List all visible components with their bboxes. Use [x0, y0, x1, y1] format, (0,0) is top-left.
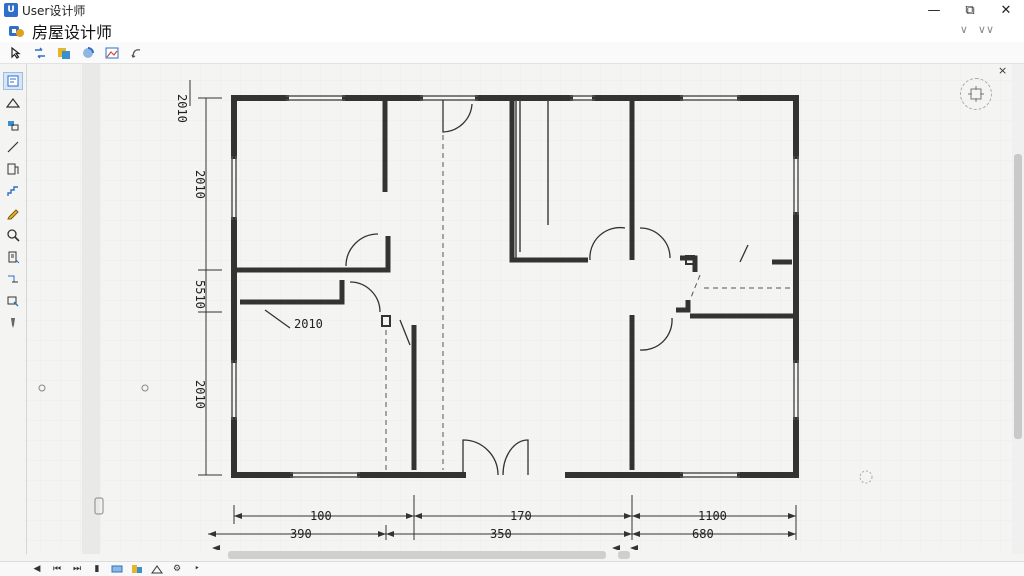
horizontal-scrollbar[interactable]	[208, 549, 1012, 561]
exterior-walls	[231, 95, 799, 478]
interior-walls	[234, 100, 796, 470]
pointer-icon[interactable]	[6, 44, 26, 62]
doors	[264, 100, 749, 476]
close-panel-button[interactable]: ×	[998, 64, 1008, 77]
vertical-scrollbar[interactable]	[1012, 64, 1024, 554]
dim-left-3: 5510	[193, 280, 207, 309]
select-icon[interactable]	[3, 72, 23, 91]
dim-bottom-1: 100	[310, 509, 332, 523]
pin-icon[interactable]	[3, 314, 23, 332]
measure-icon[interactable]	[3, 270, 23, 288]
left-separator	[26, 64, 27, 554]
close-button[interactable]: ✕	[1000, 2, 1012, 18]
app-name: 房屋设计师	[32, 23, 113, 42]
app-header: 房屋设计师 ∨ ∨∨	[0, 20, 1024, 42]
dim-bottom-5: 350	[490, 527, 512, 541]
stairs-icon[interactable]	[3, 182, 23, 200]
view-elevation-icon[interactable]	[150, 563, 164, 575]
rotate-icon[interactable]	[78, 44, 98, 62]
nav-first-icon[interactable]: ◀	[33, 564, 41, 574]
ribbon-collapse: ∨ ∨∨	[960, 23, 994, 36]
room-dim-label: 2010	[294, 317, 323, 331]
layer-icon[interactable]	[54, 44, 74, 62]
dim-left-2: 2010	[193, 170, 207, 199]
nav-next-icon[interactable]: ⏭	[72, 564, 82, 574]
view-3d-icon[interactable]	[110, 563, 124, 575]
left-toolbar	[0, 72, 26, 332]
roof-icon[interactable]	[3, 94, 23, 112]
horizontal-scroll-thumb[interactable]	[228, 551, 606, 559]
print-icon[interactable]	[3, 248, 23, 266]
drawing-canvas[interactable]: 2010 2010 5510 2010 2010 100 170 1100 39…	[27, 64, 1012, 550]
dim-bottom-3: 1100	[698, 509, 727, 523]
title-bar: U User设计师 — ⧉ ✕	[0, 0, 1024, 20]
nav-prev-icon[interactable]: ⏮	[52, 564, 62, 574]
expand-ribbon-button[interactable]: ∨∨	[977, 23, 994, 36]
view-plan-icon[interactable]	[130, 563, 144, 575]
collapse-ribbon-button[interactable]: ∨	[959, 23, 968, 36]
restore-button[interactable]: ⧉	[965, 2, 975, 18]
dimension-lines-bottom	[208, 495, 797, 540]
window-title: User设计师	[22, 3, 86, 18]
horizontal-scroll-thumb-small[interactable]	[618, 551, 630, 559]
image-edit-icon[interactable]	[102, 44, 122, 62]
snap-icon[interactable]	[30, 44, 50, 62]
door-icon[interactable]	[3, 160, 23, 178]
compass-icon[interactable]	[960, 78, 992, 110]
app-icon: U	[4, 3, 18, 17]
dim-left-1: 2010	[175, 94, 189, 123]
status-bar: ◀ ⏮ ⏭ ▮ ⚙ ‣	[0, 561, 1024, 576]
app-logo-icon	[8, 23, 26, 39]
dim-bottom-4: 390	[290, 527, 312, 541]
settings-icon[interactable]: ⚙	[172, 564, 182, 574]
dim-bottom-6: 680	[692, 527, 714, 541]
window-segments	[231, 95, 799, 478]
furniture-icon[interactable]	[3, 116, 23, 134]
dim-bottom-2: 170	[510, 509, 532, 523]
pencil-icon[interactable]	[3, 204, 23, 222]
minimize-button[interactable]: —	[927, 2, 941, 18]
window-controls: — ⧉ ✕	[916, 0, 1024, 20]
quick-toolbar	[0, 42, 1024, 64]
dimension-lines-left	[189, 80, 222, 476]
vertical-scroll-thumb[interactable]	[1014, 154, 1022, 439]
line-icon[interactable]	[3, 138, 23, 156]
scroll-left-icon[interactable]: ‣	[194, 564, 200, 574]
dim-left-4: 2010	[193, 380, 207, 409]
export-icon[interactable]	[3, 292, 23, 310]
undo-icon[interactable]	[126, 44, 146, 62]
floor-plan: 2010 2010 5510 2010 2010 100 170 1100 39…	[27, 64, 1012, 550]
nav-mark-icon[interactable]: ▮	[94, 564, 100, 574]
zoom-icon[interactable]	[3, 226, 23, 244]
